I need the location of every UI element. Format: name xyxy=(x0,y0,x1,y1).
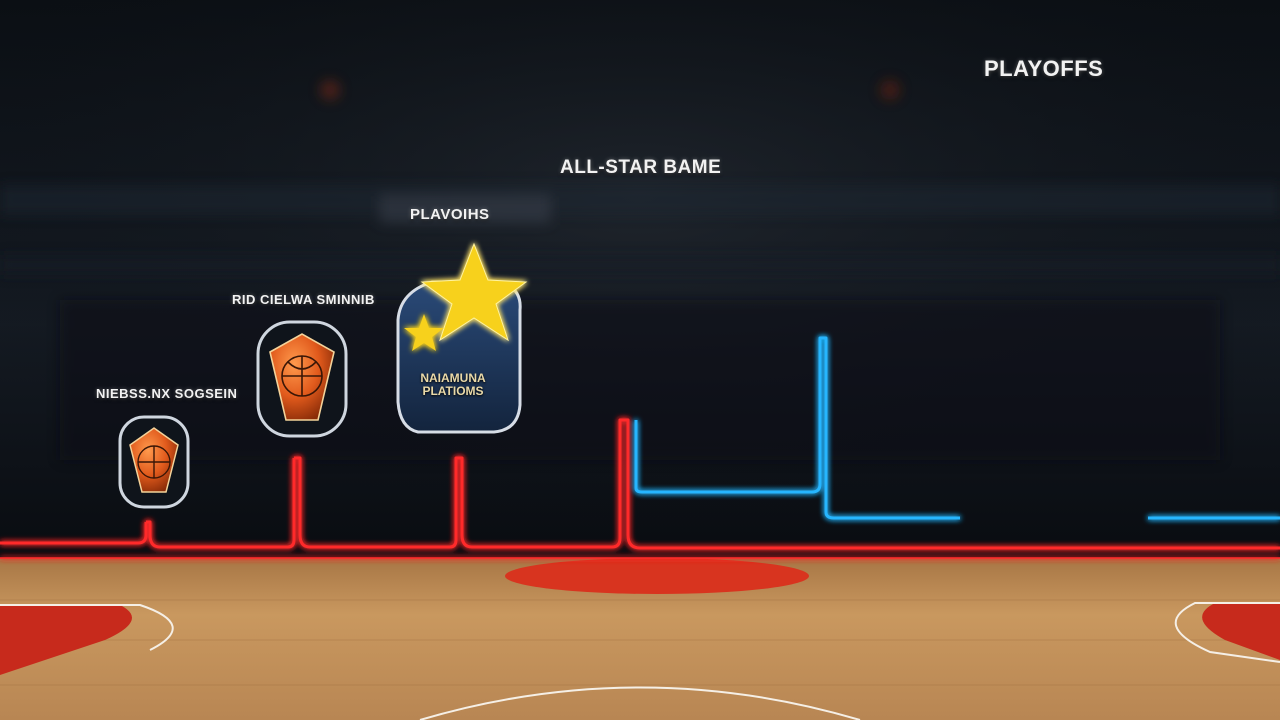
stage-label-all-star: ALL-STAR BAME xyxy=(560,157,722,178)
star-badge-icon xyxy=(404,242,528,351)
red-neon-timeline xyxy=(0,418,1280,559)
basketball-crest-icon xyxy=(281,355,323,397)
stage-0-emblem[interactable] xyxy=(118,415,190,509)
stage-label-playoffs: PLAYOFFS xyxy=(984,56,1104,81)
left-key xyxy=(0,605,132,675)
stage-1-crest[interactable] xyxy=(256,320,348,438)
basketball-court xyxy=(0,558,1280,720)
star-badge-text: NAIAMUNA PLATIOMS xyxy=(420,371,486,398)
basketball-emblem-icon xyxy=(137,445,171,479)
right-key xyxy=(1202,603,1280,660)
stage-label-second: RID CIELWA SMINNIB xyxy=(232,292,375,307)
stage-label-third: PLAVOIHS xyxy=(410,206,490,223)
arena-lights xyxy=(0,80,1280,460)
stage-label-regular-season: NIEBSS.NX SOGSEIN xyxy=(96,386,238,401)
center-circle xyxy=(505,558,809,594)
blue-neon-timeline xyxy=(634,336,1280,520)
stage-2-star-badge[interactable] xyxy=(396,242,528,434)
